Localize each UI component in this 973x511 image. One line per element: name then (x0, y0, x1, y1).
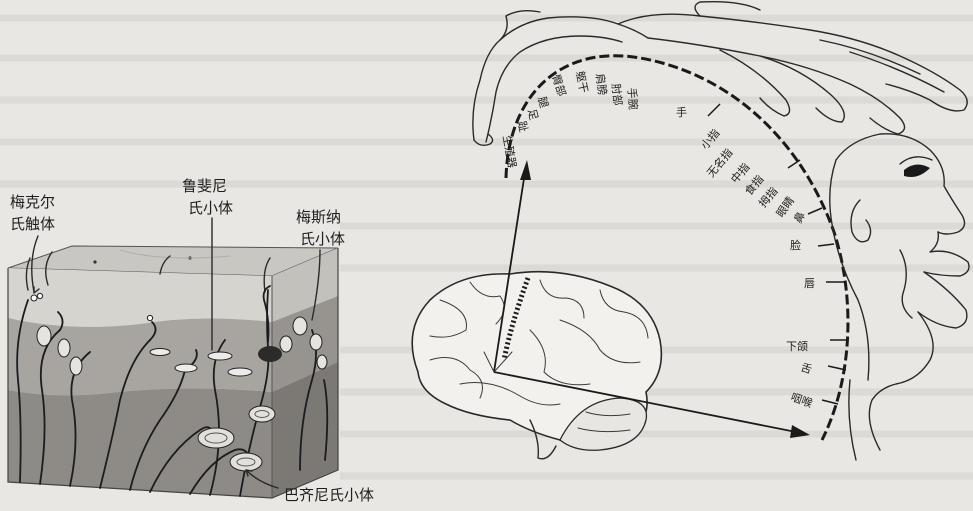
hypodermis-layer (8, 388, 272, 498)
label-wrist: 手腕 (625, 87, 641, 110)
ruffini-label-line1: 鲁斐尼 (182, 177, 227, 195)
ruffini-label-line2: 氏小体 (188, 199, 233, 217)
label-elbow: 肘部 (609, 83, 625, 106)
epidermis-layer (8, 268, 272, 327)
label-lips: 唇 (804, 277, 815, 290)
pacini-label: 巴齐尼氏小体 (284, 486, 374, 504)
merkel-label-line2: 氏触体 (10, 215, 55, 233)
label-face: 脸 (790, 238, 801, 252)
meissner-label-line1: 梅斯纳 (296, 208, 341, 226)
meissner-label-line2: 氏小体 (300, 230, 345, 248)
merkel-label-line1: 梅克尔 (10, 193, 55, 211)
skin-block (8, 246, 338, 498)
label-hand: 手 (676, 105, 687, 119)
label-jaw: 下颌 (786, 339, 808, 353)
